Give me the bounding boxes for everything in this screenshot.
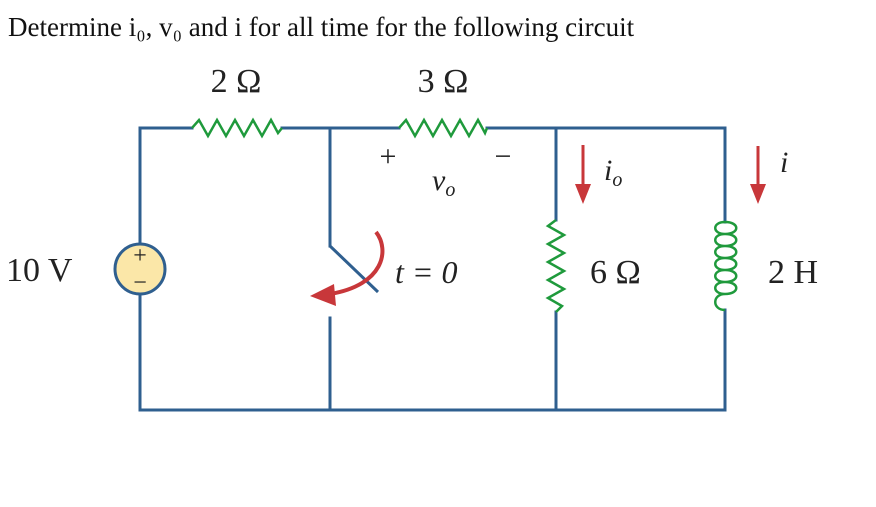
io-arrow-icon [575,184,591,204]
i-arrow-icon [750,184,766,204]
source-label: 10 V [6,252,73,289]
vo-label: vo [432,164,455,201]
vo-plus-label: + [380,140,397,173]
r3-label: 6 Ω [590,254,641,291]
r1-label: 2 Ω [211,63,262,100]
i-label: i [780,146,788,179]
resistor-3-ohm [398,117,489,139]
resistor-6-ohm [545,219,567,313]
inductor-2-h [714,220,738,312]
switch-arrowhead-icon [310,284,336,306]
inductor-label: 2 H [768,254,818,291]
io-label: io [604,154,622,191]
source-minus-sign: − [133,270,147,296]
switch-time-label: t = 0 [395,254,457,290]
source-plus-sign: + [133,243,147,269]
question-text: Determine i₀, v₀ and i for all time for … [8,12,635,42]
switch-blade [328,244,380,294]
resistor-2-ohm [191,117,283,139]
voltage-source [113,242,167,296]
switch-arrow-arc [329,230,385,296]
vo-minus-label: − [495,140,512,173]
r2-label: 3 Ω [418,63,469,100]
